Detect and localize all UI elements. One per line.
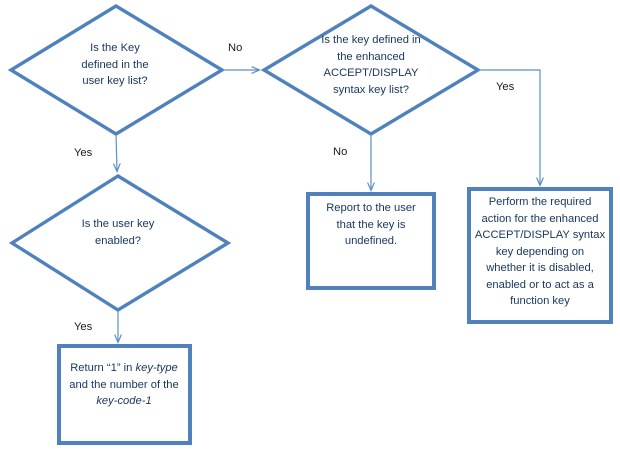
- edge-label-yes-enhanced-list: Yes: [496, 81, 515, 93]
- process-label-return-key-type: Return “1” in key-type and the number of…: [64, 360, 184, 410]
- process-label-report-undefined: Report to the user that the key is undef…: [326, 202, 416, 247]
- connector-yes-to-perform-action: [478, 69, 540, 185]
- decision-label-user-key-enabled: Is the user key enabled?: [81, 218, 155, 247]
- process-label-perform-action: Perform the required action for the enha…: [474, 196, 606, 307]
- emphasis-run: key-type: [135, 362, 178, 374]
- decision-label-key-defined-user-list: Is the Key defined in the user key list?: [81, 42, 149, 87]
- process-node-report-undefined: [306, 192, 436, 290]
- process-node-return-key-type: [57, 344, 192, 445]
- edge-label-no-enhanced-list: No: [333, 146, 348, 158]
- plain-run: and the number of the: [69, 378, 179, 391]
- edge-label-no-user-list: No: [228, 42, 243, 54]
- edge-label-yes-user-list: Yes: [74, 147, 93, 159]
- plain-run: Return “1” in: [70, 362, 136, 374]
- process-node-perform-action: [467, 187, 613, 324]
- decision-label-key-defined-enhanced-list: Is the key defined in the enhanced ACCEP…: [321, 34, 421, 96]
- edge-label-yes-user-key-enabled: Yes: [74, 321, 93, 333]
- connector-yes-to-user-key-enabled: [116, 133, 117, 171]
- emphasis-run: key-code-1: [96, 395, 152, 407]
